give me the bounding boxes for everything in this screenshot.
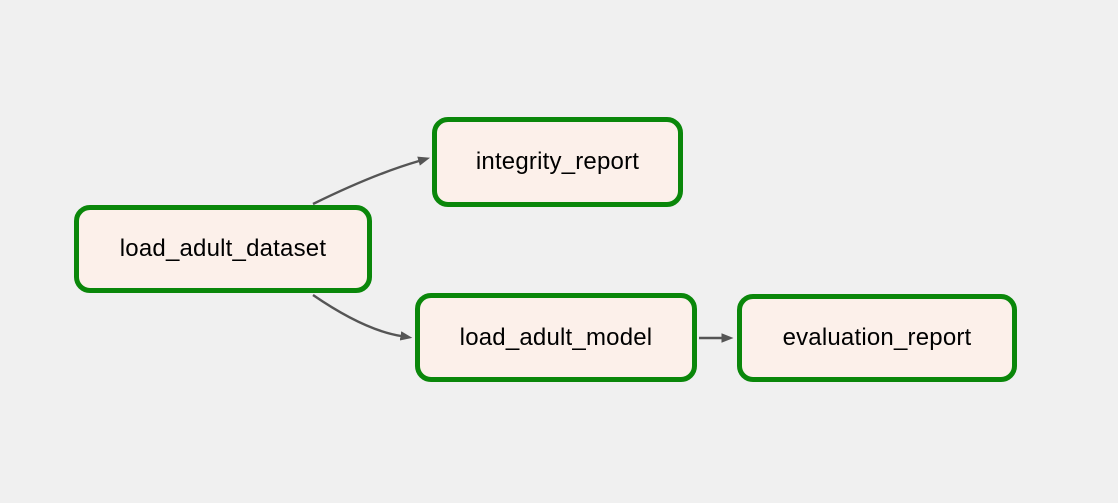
node-label: load_adult_model bbox=[459, 323, 653, 351]
edge-load-adult-dataset-to-integrity-report bbox=[312, 156, 431, 206]
node-label: load_adult_dataset bbox=[119, 235, 327, 262]
edge-load-adult-dataset-to-load-adult-model bbox=[312, 294, 413, 341]
node-integrity-report: integrity_report bbox=[432, 117, 683, 207]
node-load-adult-dataset: load_adult_dataset bbox=[74, 205, 372, 293]
node-label: integrity_report bbox=[475, 148, 640, 175]
node-evaluation-report: evaluation_report bbox=[737, 294, 1017, 382]
node-label: evaluation_report bbox=[782, 324, 972, 351]
node-load-adult-model: load_adult_model bbox=[415, 293, 697, 382]
